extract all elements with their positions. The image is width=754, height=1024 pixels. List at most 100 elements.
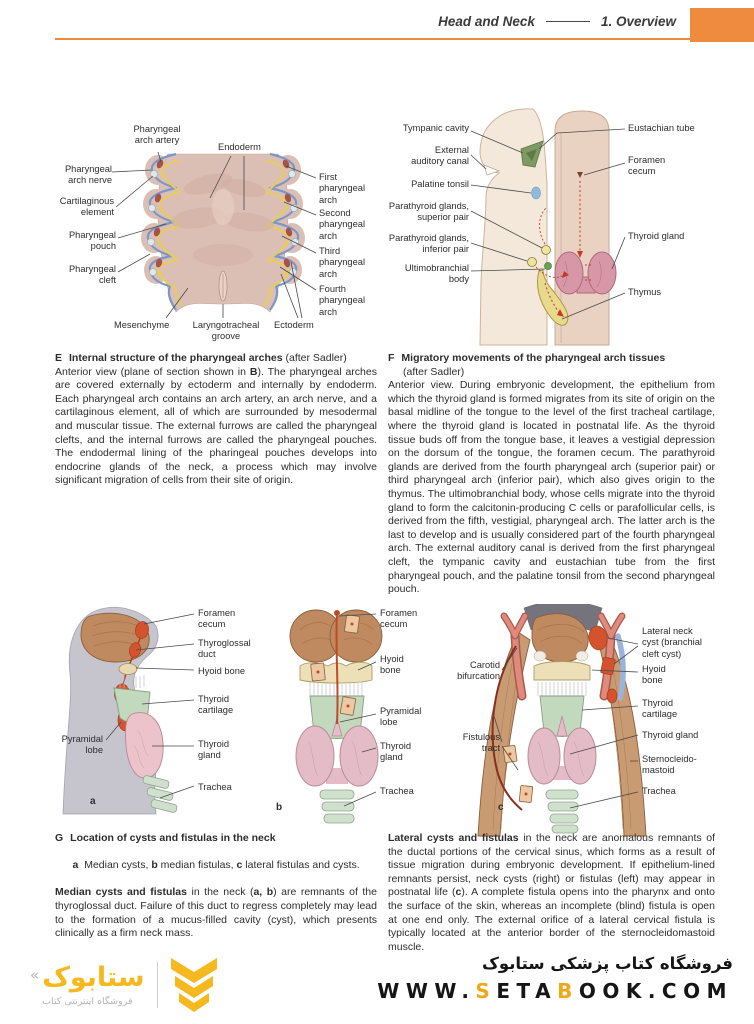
label-pharyngeal-pouch: Pharyngeal pouch <box>68 230 116 252</box>
footer-store-info: فروشگاه کتاب پزشکی ستابوک WWW.SETABOOK.C… <box>377 954 733 1003</box>
label-a-trachea: Trachea <box>198 782 232 792</box>
label-parathyroid-superior: Parathyroid glands, superior pair <box>388 201 469 223</box>
logo-wordmark-row: « ستابوک <box>30 964 145 991</box>
bookstore-footer: « ستابوک فروشگاه اینترنتی کتاب فروشگاه ک… <box>0 950 754 1024</box>
figure-g-a-illustration <box>62 606 195 815</box>
figure-g-a-median-cysts: Foramen cecum Thyroglossal duct Hyoid bo… <box>48 606 278 834</box>
caption-f-heading: F Migratory movements of the pharyngeal a… <box>388 352 715 366</box>
caption-f: F Migratory movements of the pharyngeal a… <box>388 352 715 597</box>
label-parathyroid-inferior: Parathyroid glands, inferior pair <box>388 233 469 255</box>
caption-f-body: Anterior view. During embryonic developm… <box>388 379 715 596</box>
caption-g-right-lead: Lateral cysts and fistulas <box>388 832 519 844</box>
label-palatine-tonsil: Palatine tonsil <box>411 179 469 189</box>
label-c-lateral-neck-cyst: Lateral neck cyst (branchial cleft cyst) <box>642 626 702 659</box>
label-thymus: Thymus <box>628 287 662 297</box>
caption-e-body-2: ). The pharyngeal arches are covered ext… <box>55 365 377 487</box>
subfigure-tag-c: c <box>498 802 504 813</box>
book-title: Head and Neck <box>438 14 535 29</box>
url-part-1: WWW. <box>377 979 476 1003</box>
caption-g-item-b: b <box>151 859 158 872</box>
label-fourth-pharyngeal-arch: Fourth pharyngeal arch <box>319 284 366 317</box>
figure-g-c-illustration <box>477 604 647 837</box>
label-eustachian-tube: Eustachian tube <box>628 123 695 133</box>
figure-g-b-median-fistulas: Foramen cecum Hyoid bone Pyramidal lobe … <box>268 606 478 834</box>
caption-e-suffix: (after Sadler) <box>282 352 347 364</box>
label-c-fistulous-tract: Fistulous tract <box>462 732 500 754</box>
url-part-3: OOK.COM <box>578 979 733 1003</box>
label-a-thyroglossal-duct: Thyroglossal duct <box>198 638 251 660</box>
caption-e-body: Anterior view (plane of section shown in… <box>55 366 377 488</box>
caption-f-title: Migratory movements of the pharyngeal ar… <box>401 352 666 364</box>
label-pharyngeal-cleft: Pharyngeal cleft <box>68 264 116 286</box>
label-b-pyramidal-lobe: Pyramidal lobe <box>380 706 422 728</box>
label-a-pyramidal-lobe: Pyramidal lobe <box>61 734 103 756</box>
chapter-color-tab <box>690 8 754 42</box>
caption-e-body-1: Anterior view (plane of section shown in <box>55 365 250 378</box>
caption-e: E Internal structure of the pharyngeal ar… <box>55 352 377 488</box>
caption-e-title: Internal structure of the pharyngeal arc… <box>69 352 283 364</box>
label-c-thyroid-gland: Thyroid gland <box>642 730 699 740</box>
logo-wordmark: ستابوک <box>42 961 145 993</box>
caption-g-right-body-1: in the neck are anomalous remnants of th… <box>388 832 716 899</box>
label-b-thyroid-gland: Thyroid gland <box>380 741 412 763</box>
caption-g-subitems: a Median cysts, b median fistulas, c lat… <box>55 846 377 887</box>
caption-g-left-body-2: ) are remnants of the thyroglossal duct.… <box>55 886 377 940</box>
subfigure-tag-b: b <box>276 802 283 813</box>
label-pharyngeal-arch-artery: Pharyngeal arch artery <box>133 124 181 146</box>
caption-f-letter: F <box>388 352 395 364</box>
caption-g-item-b-text: median fistulas, <box>157 859 237 872</box>
label-c-thyroid-cartilage: Thyroid cartilage <box>642 698 678 720</box>
label-c-carotid-bifurcation: Carotid bifurcation <box>457 660 500 682</box>
label-b-trachea: Trachea <box>380 786 414 796</box>
setabook-logo: « ستابوک فروشگاه اینترنتی کتاب <box>30 956 221 1014</box>
caption-g-left-body: Median cysts and fistulas in the neck (a… <box>55 886 377 940</box>
caption-g-left-body-ab: a, b <box>253 886 274 899</box>
logo-text-column: « ستابوک فروشگاه اینترنتی کتاب <box>30 964 145 1007</box>
figure-e-illustration <box>111 151 317 319</box>
figure-f-illustration <box>470 108 626 346</box>
label-c-trachea: Trachea <box>642 786 676 796</box>
label-a-hyoid-bone: Hyoid bone <box>198 666 246 676</box>
caption-g-item-c-text: lateral fistulas and cysts. <box>242 859 360 872</box>
subfigure-tag-a: a <box>90 796 96 807</box>
label-b-foramen-cecum: Foramen cecum <box>380 608 418 630</box>
header-rule <box>55 38 754 40</box>
label-cartilaginous-element: Cartilaginous element <box>59 196 114 218</box>
label-c-hyoid-bone: Hyoid bone <box>642 664 666 686</box>
label-laryngotracheal-groove: Laryngotracheal groove <box>192 320 260 342</box>
chapter-title: 1. Overview <box>600 14 676 29</box>
logo-divider <box>156 962 158 1008</box>
label-ectoderm: Ectoderm <box>274 320 314 330</box>
label-c-sternocleidomastoid: Sternocleido- mastoid <box>642 754 697 776</box>
label-pharyngeal-arch-nerve: Pharyngeal arch nerve <box>64 164 112 186</box>
label-second-pharyngeal-arch: Second pharyngeal arch <box>319 208 366 241</box>
label-tympanic-cavity: Tympanic cavity <box>402 123 469 133</box>
store-url[interactable]: WWW.SETABOOK.COM <box>377 979 733 1003</box>
caption-g-right-body-2: ). A complete fistula opens into the pha… <box>388 886 715 953</box>
caption-e-letter: E <box>55 352 63 364</box>
caption-g-item-a: a <box>72 859 79 872</box>
label-endoderm: Endoderm <box>218 142 261 152</box>
label-ultimobranchial-body: Ultimobranchial body <box>404 263 469 285</box>
logo-tagline: فروشگاه اینترنتی کتاب <box>42 995 133 1007</box>
label-a-thyroid-cartilage: Thyroid cartilage <box>198 694 234 716</box>
caption-g-left-body-1: in the neck ( <box>186 886 254 899</box>
figure-e-pharyngeal-arches: Pharyngeal arch artery Endoderm Pharynge… <box>48 112 378 350</box>
label-b-hyoid-bone: Hyoid bone <box>380 654 404 676</box>
caption-e-heading: E Internal structure of the pharyngeal ar… <box>55 352 377 366</box>
label-foramen-cecum: Foramen cecum <box>628 155 666 177</box>
figure-g-b-illustration <box>289 609 383 824</box>
figure-g-c-lateral-cysts: Carotid bifurcation Fistulous tract Late… <box>432 604 750 842</box>
caption-g-title: Location of cysts and fistulas in the ne… <box>70 832 276 844</box>
label-thyroid-gland: Thyroid gland <box>628 231 685 241</box>
url-letter-s: S <box>475 979 497 1003</box>
caption-f-subtitle: (after Sadler) <box>403 365 465 378</box>
caption-g-right-body-c: c <box>455 886 462 899</box>
caption-g-item-c: c <box>236 859 243 872</box>
label-external-auditory-canal: External auditory canal <box>411 145 469 167</box>
caption-g-item-a-text: Median cysts, <box>78 859 152 872</box>
chevrons-icon <box>170 958 217 1012</box>
label-first-pharyngeal-arch: First pharyngeal arch <box>319 172 366 205</box>
